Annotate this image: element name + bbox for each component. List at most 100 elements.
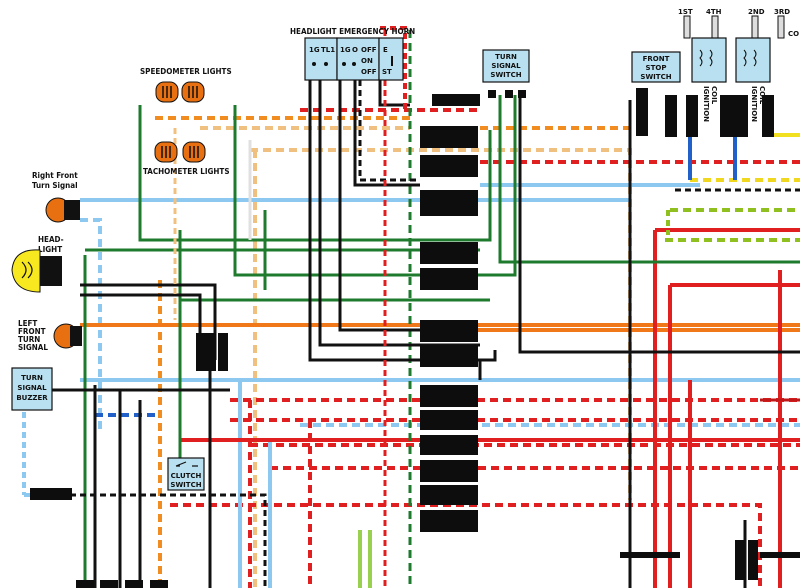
left-front-turn-signal-label-2: FRONT [18,327,46,336]
connector-block [420,485,478,505]
svg-text:SWITCH: SWITCH [490,71,521,79]
turn-signal-switch: TURN SIGNAL SWITCH [482,49,530,83]
connector-block [420,385,478,407]
connector-block [420,190,478,216]
connector [488,90,496,98]
svg-text:O: O [352,46,358,54]
svg-text:TL1: TL1 [321,46,335,54]
wire-black [518,95,800,354]
connector-block [420,510,478,532]
wire-red-stripe [170,503,762,588]
bulb-icon [155,81,179,103]
ignition-coil-1-box [691,37,727,83]
wire-green [498,95,800,264]
connector [620,552,680,558]
bulb-icon [181,81,205,103]
ignition-coil-2-label-2: COIL [758,86,766,105]
wire-black [358,70,420,182]
wire-green [233,95,517,277]
handlebar-switch-cluster: HEADLIGHT EMERGENCY HORN 1G TL1 1G O OFF… [290,27,415,81]
connector-block [420,242,478,264]
connector [30,488,72,500]
buzzer-label-3: BUZZER [16,394,48,402]
tachometer-lights-label: TACHOMETER LIGHTS [143,167,230,176]
connector-block [420,345,478,367]
speedometer-lights-label: SPEEDOMETER LIGHTS [140,67,232,76]
wire-light-blue-stripe [80,218,102,430]
svg-text:3RD: 3RD [774,8,790,16]
speedometer-lights: SPEEDOMETER LIGHTS [140,67,232,103]
headlight-switch-box [304,37,338,81]
handlebar-switch-label: HEADLIGHT EMERGENCY HORN [290,27,415,36]
svg-text:SIGNAL: SIGNAL [491,62,521,70]
connector-block [432,94,480,106]
wire-red-stripe [380,26,407,110]
bulb-icon [154,141,178,163]
connector [218,333,228,371]
connector [100,580,118,588]
svg-text:ST: ST [382,68,392,76]
bulb-icon [182,141,206,163]
main-connector-stack [420,94,480,532]
svg-text:1G: 1G [309,46,320,54]
wire-black [338,70,420,332]
svg-text:STOP: STOP [646,64,667,72]
wire-black [70,493,267,588]
ignition-coils: 1ST 4TH 2ND 3RD IGNITION COIL IGNITION C… [678,8,799,122]
wire-light-green [358,530,372,588]
wire-black [80,293,202,340]
connector [125,580,143,588]
clutch-switch-label-2: SWITCH [170,481,201,489]
wire-green [138,105,492,242]
connector-block [420,460,478,482]
connector-block [420,435,478,455]
right-front-turn-signal-label-1: Right Front [32,171,78,180]
left-front-turn-signal-label-3: TURN [18,335,40,344]
svg-text:TURN: TURN [495,53,517,61]
left-front-turn-signal: LEFT FRONT TURN SIGNAL [18,319,82,352]
headlight-icon [11,249,62,293]
svg-text:SWITCH: SWITCH [640,73,671,81]
ignition-coil-2-box [735,37,771,83]
connector [505,90,513,98]
tachometer-lights: TACHOMETER LIGHTS [143,141,230,176]
svg-text:2ND: 2ND [748,8,765,16]
connector-block [420,155,478,177]
headlight-label-2: LIGHT [38,245,62,254]
connector [196,333,216,371]
ignition-coil-1-label: IGNITION [702,86,710,122]
svg-text:CO: CO [788,30,799,38]
turn-signal-buzzer: TURN SIGNAL BUZZER [11,367,53,497]
ignition-coil-2-label: IGNITION [750,86,758,122]
connector [76,580,94,588]
svg-text:4TH: 4TH [706,8,722,16]
connector [760,552,800,558]
connector [665,95,677,137]
clutch-switch-label-1: CLUTCH [171,472,202,480]
connector [686,95,698,137]
bulb-icon [53,323,82,349]
connector-block [420,320,478,342]
right-front-turn-signal-label-2: Turn Signal [32,181,78,190]
svg-text:E: E [383,46,388,54]
bulb-icon [45,197,80,223]
svg-text:1ST: 1ST [678,8,693,16]
connector-block [420,410,478,430]
connector [762,95,774,137]
front-stop-switch: FRONT STOP SWITCH [631,51,681,83]
right-front-turn-signal: Right Front Turn Signal [32,171,80,223]
connector [735,540,745,580]
ignition-coil-1-label-2: COIL [710,86,718,105]
wire-black [353,75,420,187]
clutch-switch: CLUTCH SWITCH [167,457,205,491]
connector-block [420,126,478,148]
headlight-label-1: HEAD- [38,235,64,244]
svg-text:1G: 1G [340,46,351,54]
wire-black [308,70,497,362]
svg-text:ON: ON [361,57,373,65]
connector [636,88,648,136]
left-front-turn-signal-label-1: LEFT [18,319,37,328]
connector-block [420,268,478,290]
buzzer-label-1: TURN [21,374,43,382]
